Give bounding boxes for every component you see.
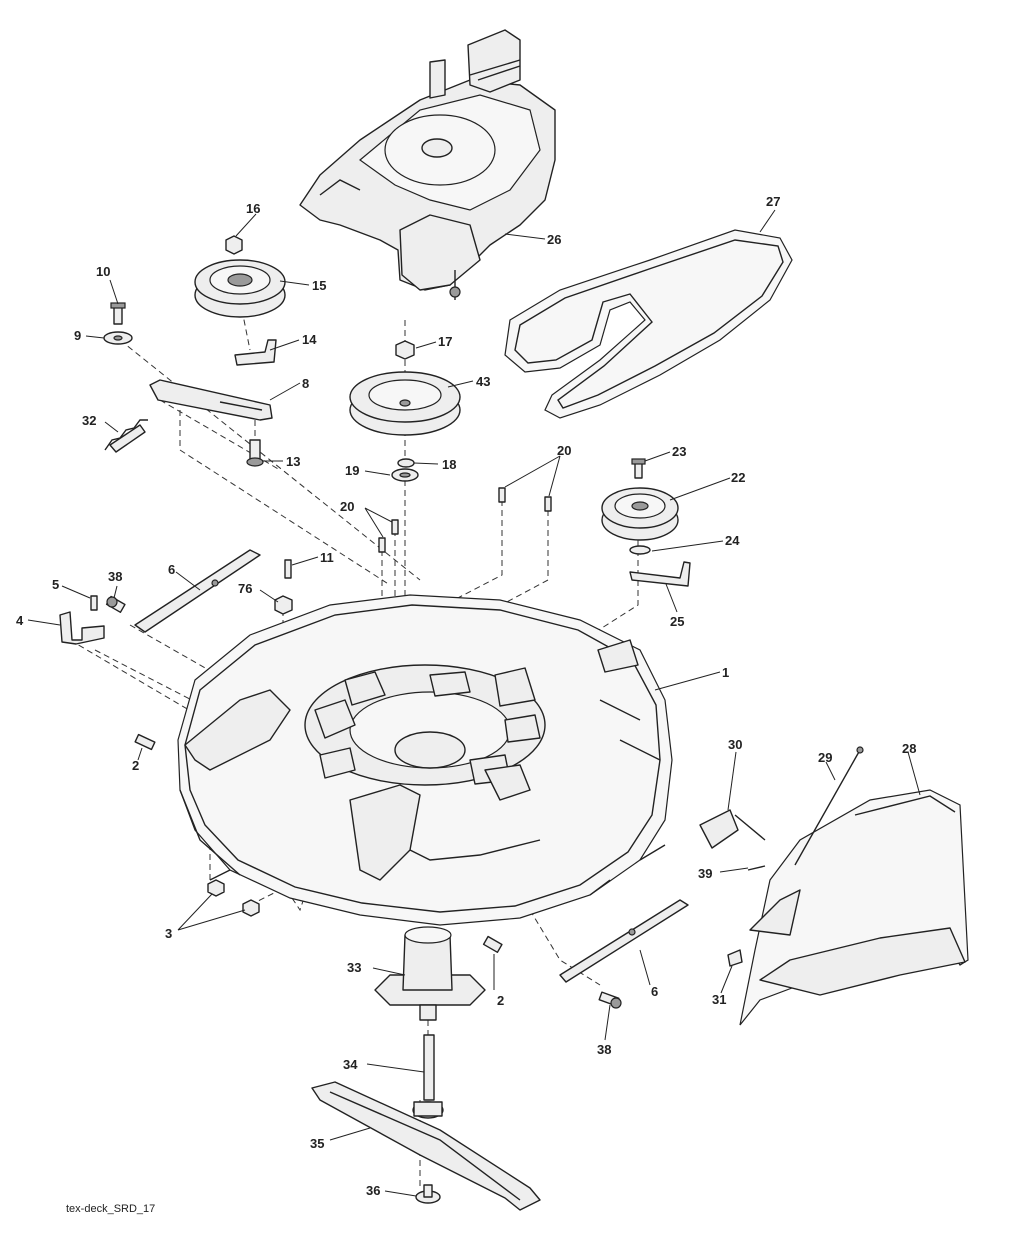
callout-10: 10 bbox=[96, 264, 110, 279]
callout-2: 2 bbox=[132, 758, 139, 773]
leader-lines bbox=[27, 209, 921, 1197]
part-1-deck bbox=[177, 594, 673, 926]
part-19-spacer bbox=[391, 468, 419, 482]
part-32-spring bbox=[104, 419, 148, 453]
callout-6: 6 bbox=[168, 562, 175, 577]
callout-labels: 1 2 2 3 4 5 6 6 8 9 10 11 13 14 15 16 17… bbox=[16, 194, 916, 1198]
part-6-link-upper bbox=[134, 549, 261, 633]
part-33-spindle-housing bbox=[374, 926, 486, 1021]
callout-23: 23 bbox=[672, 444, 686, 459]
callout-38: 38 bbox=[108, 569, 122, 584]
part-3-nuts bbox=[207, 879, 260, 917]
callout-4: 4 bbox=[16, 613, 24, 628]
callout-34: 34 bbox=[343, 1057, 358, 1072]
callout-20: 20 bbox=[557, 443, 571, 458]
callout-24: 24 bbox=[725, 533, 740, 548]
callout-32: 32 bbox=[82, 413, 96, 428]
part-25-bracket bbox=[629, 561, 691, 587]
part-13-shoulder-bolt bbox=[246, 439, 264, 467]
part-20-bolts bbox=[378, 487, 552, 553]
callout-25: 25 bbox=[670, 614, 684, 629]
part-6-link-lower bbox=[559, 899, 689, 983]
callout-29: 29 bbox=[818, 750, 832, 765]
part-10-bolt bbox=[110, 302, 126, 325]
part-35-blade bbox=[311, 1081, 541, 1211]
callout-30: 30 bbox=[728, 737, 742, 752]
part-2-bolts bbox=[134, 733, 503, 954]
part-9-washer bbox=[103, 331, 133, 345]
part-15-idler-pulley bbox=[194, 259, 286, 318]
part-29-rod bbox=[794, 746, 864, 866]
part-39-pin bbox=[747, 865, 766, 871]
part-43-drive-pulley bbox=[349, 371, 461, 436]
callout-14: 14 bbox=[302, 332, 317, 347]
callout-38: 38 bbox=[597, 1042, 611, 1057]
part-30-spring bbox=[699, 809, 766, 849]
part-28-discharge-chute bbox=[739, 789, 969, 1026]
callout-16: 16 bbox=[246, 201, 260, 216]
part-18-bearing bbox=[397, 458, 415, 468]
callout-27: 27 bbox=[766, 194, 780, 209]
part-27-belt bbox=[504, 229, 793, 419]
part-11-bolt bbox=[284, 559, 292, 579]
callout-18: 18 bbox=[442, 457, 456, 472]
callout-35: 35 bbox=[310, 1136, 324, 1151]
callout-36: 36 bbox=[366, 1183, 380, 1198]
callout-9: 9 bbox=[74, 328, 81, 343]
part-17-nut bbox=[395, 340, 415, 360]
part-8-idler-arm bbox=[149, 379, 273, 421]
part-16-nut bbox=[225, 235, 243, 255]
part-38-bolt-upper bbox=[105, 595, 126, 614]
callout-28: 28 bbox=[902, 741, 916, 756]
callout-8: 8 bbox=[302, 376, 309, 391]
callout-26: 26 bbox=[547, 232, 561, 247]
callout-17: 17 bbox=[438, 334, 452, 349]
callout-43: 43 bbox=[476, 374, 490, 389]
callout-39: 39 bbox=[698, 866, 712, 881]
callout-15: 15 bbox=[312, 278, 326, 293]
callout-1: 1 bbox=[722, 665, 729, 680]
callout-33: 33 bbox=[347, 960, 361, 975]
part-22-idler-pulley bbox=[601, 487, 679, 541]
callout-22: 22 bbox=[731, 470, 745, 485]
part-24-washer bbox=[629, 545, 651, 555]
callout-13: 13 bbox=[286, 454, 300, 469]
callout-2: 2 bbox=[497, 993, 504, 1008]
callout-3: 3 bbox=[165, 926, 172, 941]
callout-6: 6 bbox=[651, 984, 658, 999]
part-38-bolt-lower bbox=[598, 991, 622, 1009]
callout-5: 5 bbox=[52, 577, 59, 592]
callout-19: 19 bbox=[345, 463, 359, 478]
part-31-screw bbox=[727, 949, 743, 967]
diagram-id-label: tex-deck_SRD_17 bbox=[66, 1203, 155, 1215]
part-4-bracket bbox=[59, 611, 105, 645]
callout-76: 76 bbox=[238, 581, 252, 596]
part-26-drive-housing bbox=[299, 29, 556, 300]
callout-11: 11 bbox=[320, 550, 334, 565]
part-23-bolt bbox=[631, 458, 646, 479]
part-36-blade-bolt bbox=[415, 1184, 441, 1204]
part-34-spindle-shaft bbox=[412, 1034, 444, 1119]
callout-20: 20 bbox=[340, 499, 354, 514]
part-14-bracket bbox=[234, 339, 277, 366]
callout-31: 31 bbox=[712, 992, 726, 1007]
part-5-screw bbox=[90, 595, 98, 611]
